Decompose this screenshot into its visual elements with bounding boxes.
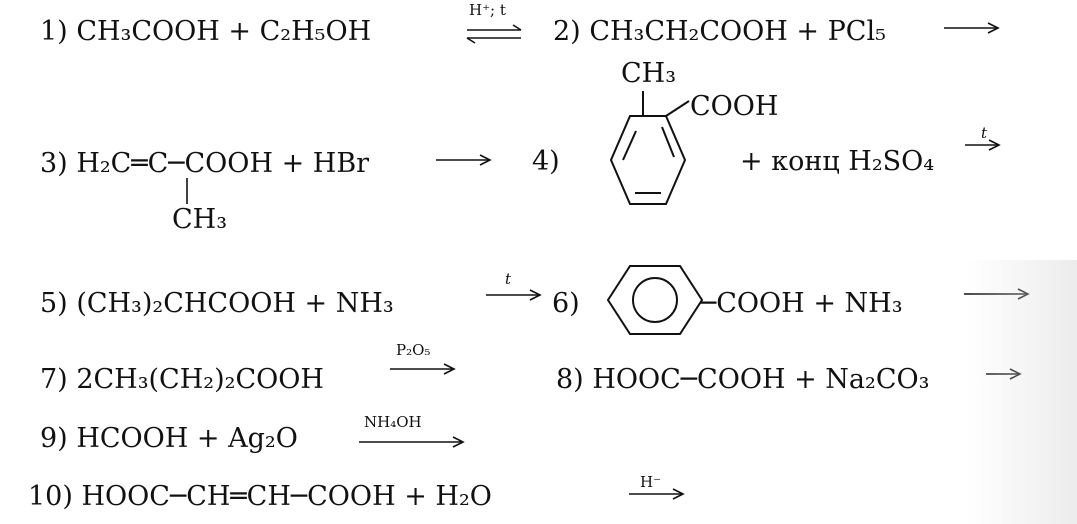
substituent-bond-icon (186, 178, 188, 204)
reaction-arrow-icon (944, 22, 1000, 34)
reaction-arrow-icon (965, 139, 1001, 151)
reaction-3-substituent: CH₃ (172, 204, 228, 235)
reaction-4-condition: t (981, 124, 988, 142)
reaction-arrow-icon (436, 154, 492, 166)
reaction-5-reactants: (CH₃)₂CHCOOH + NH₃ (76, 288, 394, 319)
reaction-1-number: 1) (40, 16, 68, 47)
reaction-10-reactants: HOOC─CH═CH─COOH + H₂O (81, 481, 492, 512)
reaction-8-number: 8) (556, 364, 584, 395)
reaction-10-condition: H⁻ (640, 473, 661, 491)
reaction-7-number: 7) (40, 364, 68, 395)
reaction-8-reactants: HOOC─COOH + Na₂CO₃ (592, 364, 930, 395)
reaction-5-number: 5) (40, 288, 68, 319)
reaction-3-number: 3) (40, 148, 68, 179)
reaction-7-reactants: 2CH₃(CH₂)₂COOH (76, 364, 324, 395)
reaction-10-number: 10) (28, 481, 73, 512)
reaction-1-reactants: CH₃COOH + C₂H₅OH (76, 16, 372, 47)
reaction-2-reactants: CH₃CH₂COOH + PCl₅ (589, 16, 886, 47)
reaction-2-number: 2) (553, 16, 581, 47)
reaction-10: 10) HOOC─CH═CH─COOH + H₂O (28, 483, 492, 510)
reaction-7: 7) 2CH₃(CH₂)₂COOH (40, 366, 324, 393)
reaction-1: 1) CH₃COOH + C₂H₅OH (40, 18, 371, 45)
scan-shadow (967, 260, 1077, 524)
reaction-arrow-icon (629, 488, 685, 500)
reaction-6-number: 6) (552, 288, 580, 319)
reaction-4-methyl: CH₃ (621, 58, 677, 89)
reaction-arrow-icon (486, 289, 542, 301)
reaction-9-reactants: HCOOH + Ag₂O (76, 423, 298, 454)
reaction-5: 5) (CH₃)₂CHCOOH + NH₃ (40, 290, 394, 317)
reaction-9: 9) HCOOH + Ag₂O (40, 425, 298, 452)
benzene-ring-icon (609, 91, 690, 205)
reaction-9-number: 9) (40, 423, 68, 454)
reaction-4-reagent: + конц H₂SO₄ (740, 146, 935, 177)
reaction-2: 2) CH₃CH₂COOH + PCl₅ (553, 18, 886, 45)
reaction-8: 8) HOOC─COOH + Na₂CO₃ (556, 366, 929, 393)
equilibrium-arrow-icon (466, 24, 522, 44)
reaction-6-substituent: ─COOH + NH₃ (700, 288, 903, 319)
reaction-1-condition: H⁺; t (469, 1, 506, 19)
reaction-arrow-icon (390, 363, 456, 375)
benzene-ring-icon (606, 265, 704, 335)
reaction-arrow-icon (359, 436, 465, 448)
reaction-3: 3) H₂C═C─COOH + HBr (40, 150, 369, 177)
reaction-3-main-chain: H₂C═C─COOH + HBr (76, 148, 370, 179)
reaction-5-condition: t (505, 270, 512, 288)
reaction-4-number: 4) (532, 146, 560, 177)
reaction-4-carboxyl: COOH (690, 91, 779, 122)
reaction-9-condition: NH₄OH (364, 413, 422, 431)
reaction-7-condition: P₂O₅ (396, 341, 431, 359)
